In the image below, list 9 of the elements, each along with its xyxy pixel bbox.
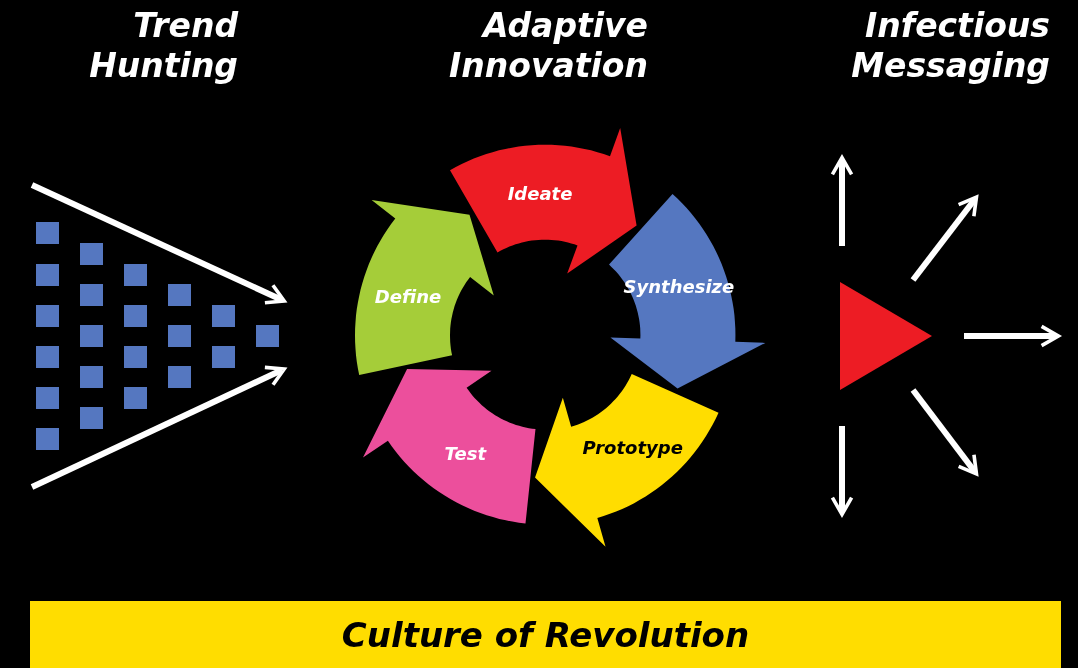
step-label: Test	[444, 442, 487, 464]
step-label: Prototype	[582, 436, 683, 458]
column-heading: Trend Hunting	[88, 6, 238, 86]
banner-text: Culture of Revolution	[341, 614, 750, 655]
column-heading: Adaptive Innovation	[448, 6, 648, 86]
step-label: Ideate	[507, 182, 573, 204]
column-heading: Infectious Messaging	[850, 6, 1050, 86]
banner	[30, 601, 1061, 668]
step-label: Define	[374, 285, 442, 307]
